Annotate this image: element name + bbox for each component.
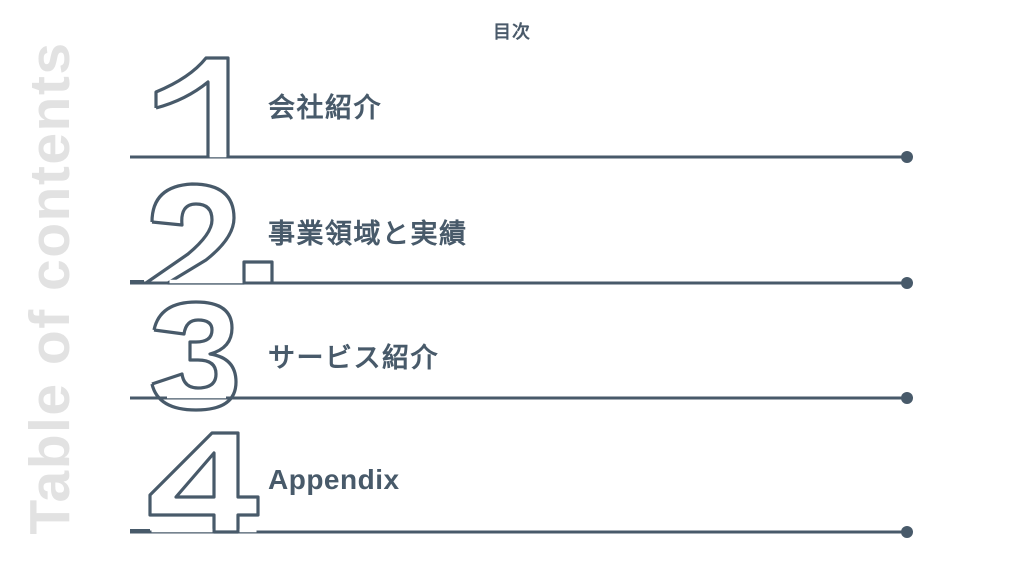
toc-item-label: Appendix [268, 464, 400, 495]
toc-item-label: 会社紹介 [268, 92, 382, 123]
row-graphic-4 [130, 431, 913, 538]
numeral-outline-1-inner [155, 80, 210, 157]
row-graphic-3 [130, 300, 913, 412]
numeral-outline-3 [150, 300, 238, 412]
row-end-dot [901, 151, 913, 163]
numeral-outline-2 [150, 182, 274, 285]
numeral-outline-4-inner [174, 451, 216, 499]
row-end-dot [901, 526, 913, 538]
toc-row[interactable]: サービス紹介 [0, 292, 1024, 418]
row-end-dot [901, 277, 913, 289]
numeral-outline-3-inner [151, 318, 218, 390]
toc-row[interactable]: 事業領域と実績 [0, 168, 1024, 294]
numeral-outline-2-inner [145, 202, 214, 285]
toc-row[interactable]: Appendix [0, 417, 1024, 543]
numeral-outline-4 [148, 431, 260, 534]
row-graphic-2 [130, 182, 913, 289]
page-title: 目次 [493, 22, 531, 42]
toc-item-label: サービス紹介 [268, 342, 439, 373]
numeral-outline-1 [154, 56, 230, 157]
toc-item-label: 事業領域と実績 [268, 218, 468, 249]
row-graphic-1 [130, 56, 913, 163]
row-end-dot [901, 392, 913, 404]
toc-row[interactable]: 会社紹介 [0, 42, 1024, 168]
